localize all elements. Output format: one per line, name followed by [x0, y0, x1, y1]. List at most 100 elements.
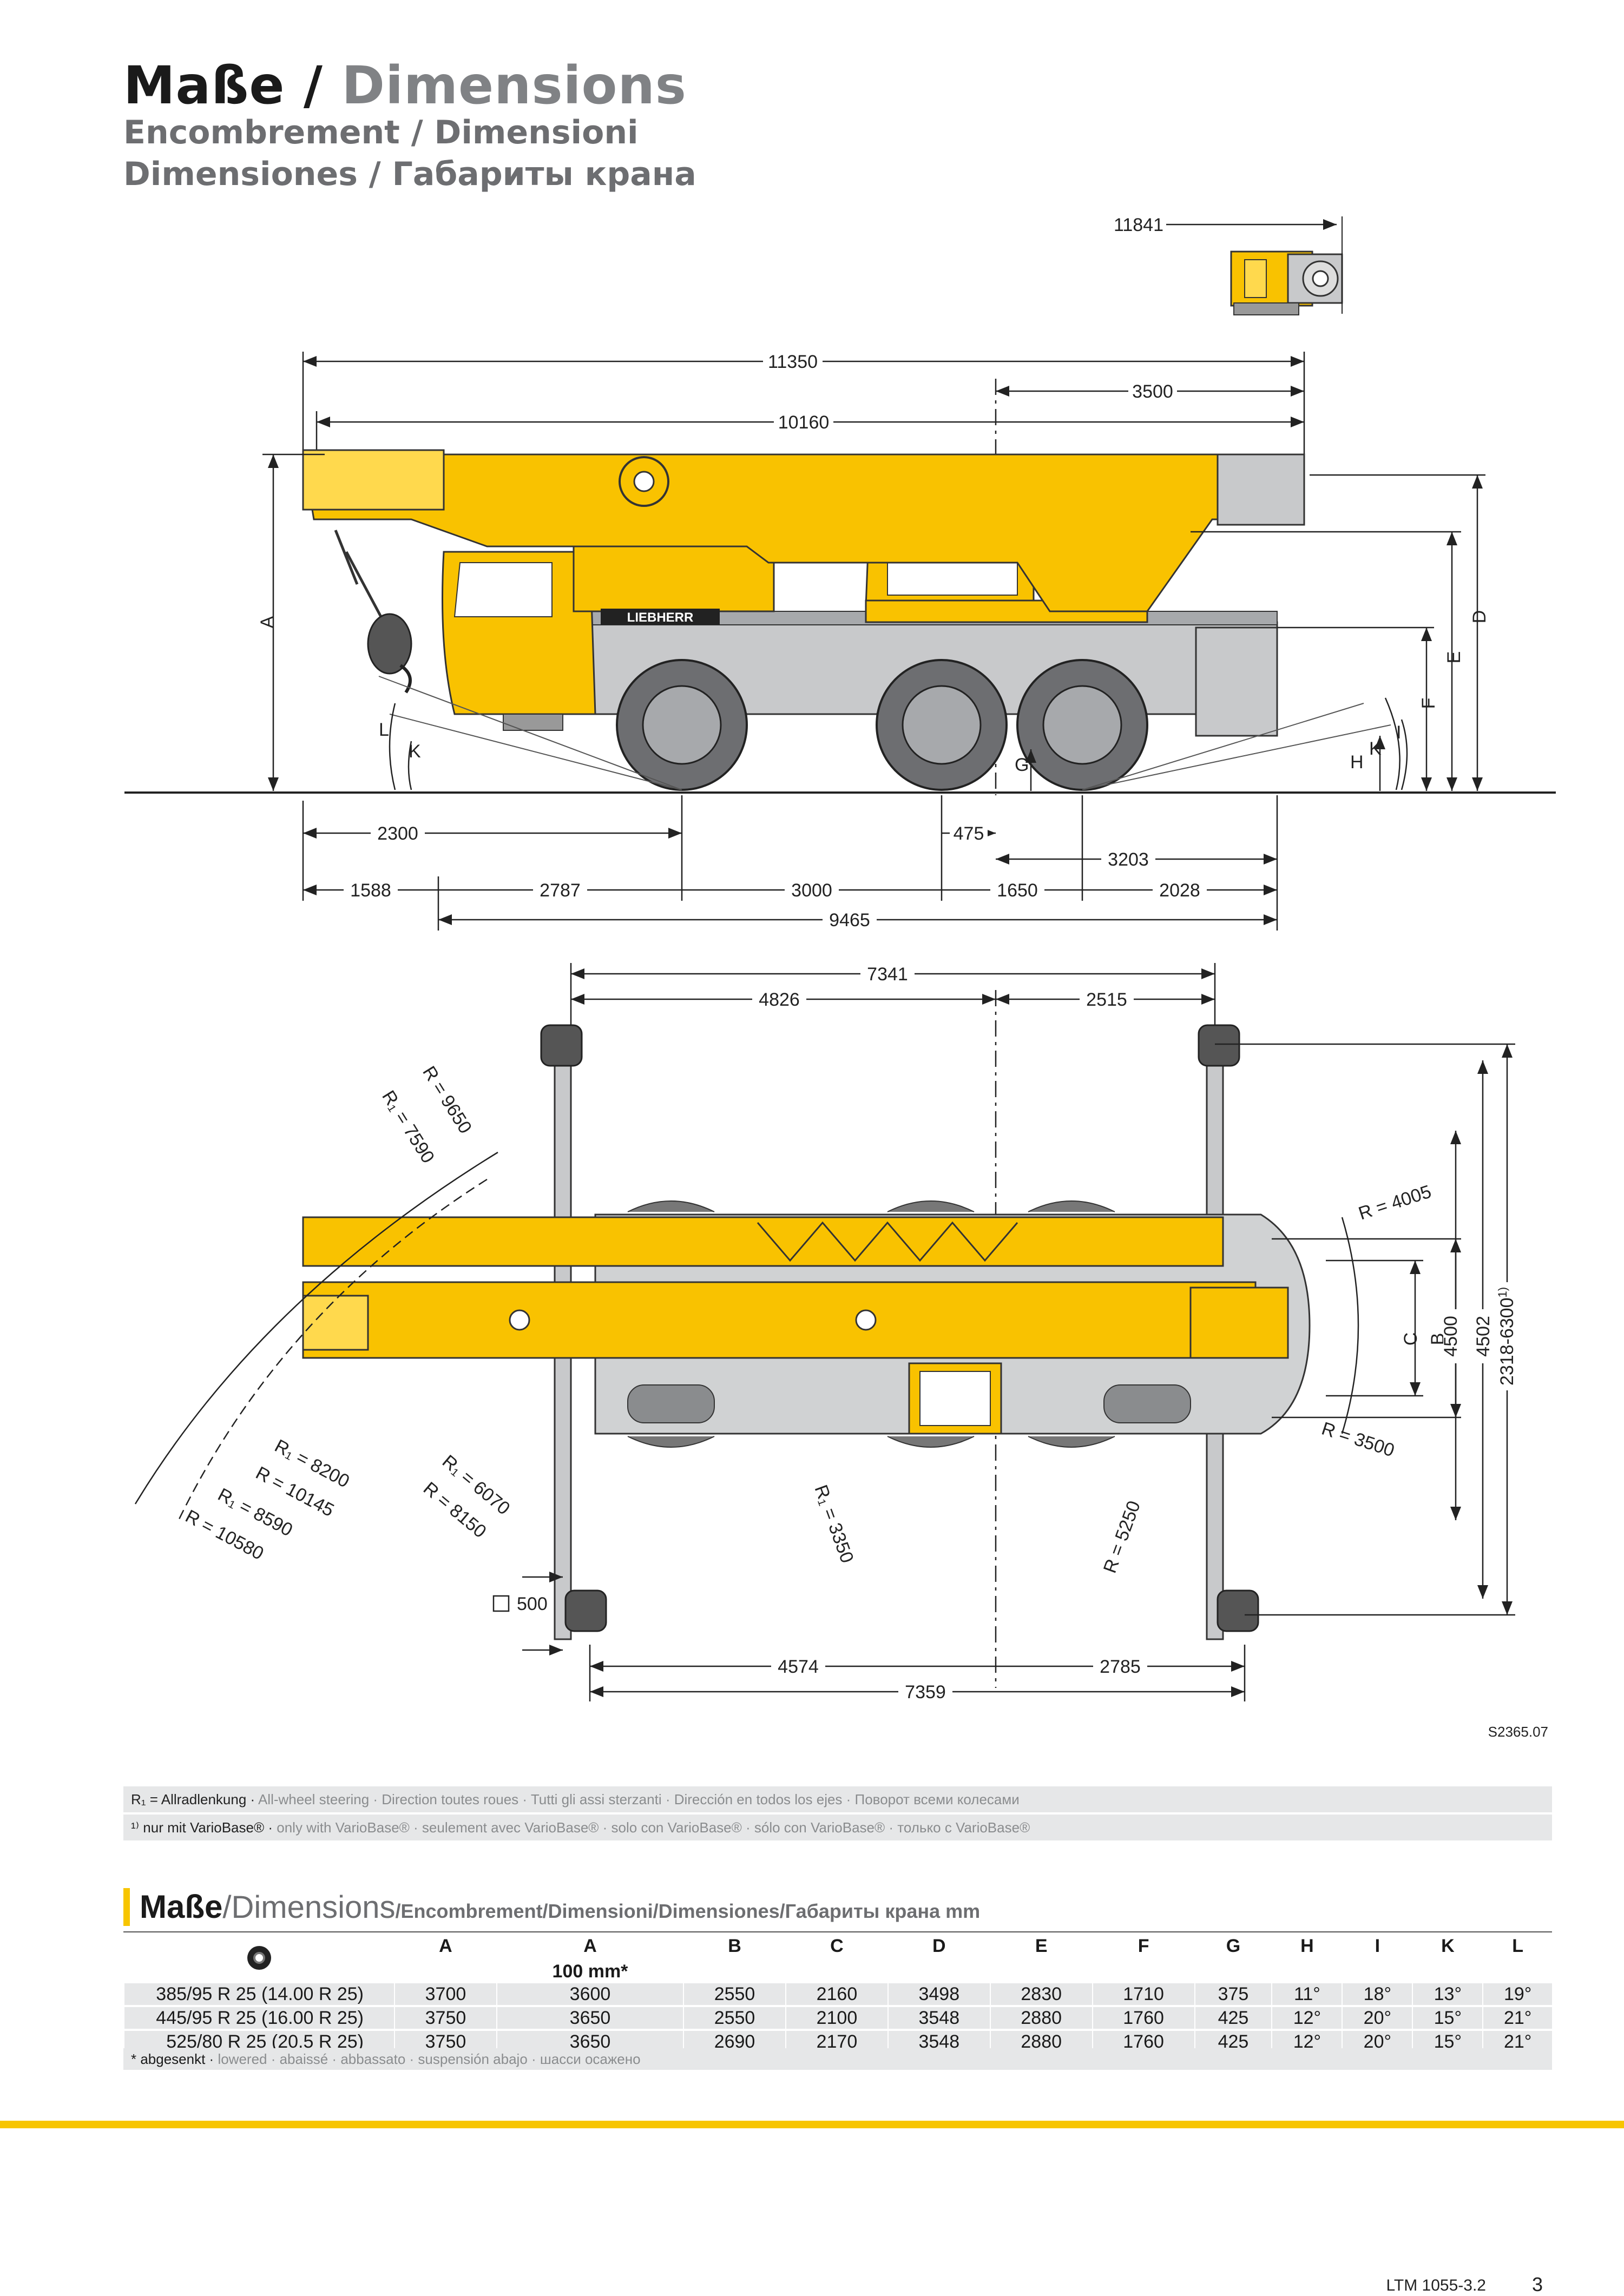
- col-E: E: [989, 1931, 1093, 1959]
- col-I: I: [1342, 1931, 1413, 1959]
- letter-L: L: [379, 720, 389, 740]
- tyre-icon: [247, 1946, 271, 1970]
- radius-5250: R = 5250: [1100, 1498, 1145, 1576]
- dim-3000: 3000: [791, 880, 832, 901]
- note-vario-black: ¹⁾ nur mit VarioBase® ·: [131, 1819, 277, 1836]
- cell: 3498: [887, 1983, 990, 2006]
- table-title: Maße/Dimensions/Encombrement/Dimensioni/…: [123, 1888, 980, 1926]
- dim-2028: 2028: [1159, 880, 1200, 901]
- col-F: F: [1092, 1931, 1195, 1959]
- cell: 2830: [989, 1983, 1093, 2006]
- cell: 3548: [887, 2006, 990, 2030]
- subtitle-line-2: Encombrement / Dimensioni: [123, 114, 639, 151]
- dim-11350: 11350: [768, 352, 818, 372]
- dim-vario-width: 2318-63001): [1496, 1287, 1517, 1385]
- drawing-number: S2365.07: [1488, 1724, 1548, 1740]
- dim-2785: 2785: [1100, 1657, 1141, 1677]
- cell: 21°: [1482, 2006, 1552, 2030]
- notes-block: R₁ = Allradlenkung · All-wheel steering …: [123, 1786, 1552, 1843]
- dim-7359: 7359: [905, 1682, 946, 1703]
- cell: 3600: [496, 1983, 684, 2006]
- radius-9650: R = 9650: [418, 1063, 476, 1137]
- col-A-lowered: A: [496, 1931, 684, 1959]
- letter-D: D: [1469, 610, 1490, 624]
- title-de: Maße: [123, 55, 285, 116]
- dim-1588: 1588: [350, 880, 391, 901]
- letter-I: I: [1396, 722, 1401, 743]
- dim-4502: 4502: [1473, 1316, 1494, 1357]
- dim-10160: 10160: [778, 412, 830, 433]
- radius-3500: R = 3500: [1319, 1418, 1397, 1461]
- cell: 3750: [394, 2006, 497, 2030]
- page-title: Maße / Dimensions: [123, 55, 687, 116]
- top-view-icon: [1230, 250, 1343, 315]
- radius-r1-3350: R₁ = 3350: [810, 1482, 857, 1566]
- dim-2515: 2515: [1086, 989, 1127, 1010]
- dim-2300: 2300: [377, 823, 418, 844]
- cell: 12°: [1271, 2006, 1343, 2030]
- cell: 13°: [1412, 1983, 1483, 2006]
- model-name: LTM 1055-3.2: [1386, 2277, 1486, 2294]
- dim-4826: 4826: [759, 989, 800, 1010]
- dim-3500: 3500: [1132, 381, 1173, 402]
- note-variobase: ¹⁾ nur mit VarioBase® · only with VarioB…: [123, 1815, 1552, 1840]
- note-vario-grey: only with VarioBase® · seulement avec Va…: [277, 1819, 1030, 1836]
- dimensions-table: A A B C D E F G H I K L 100 mm* 385/95 R…: [123, 1931, 1552, 2055]
- note-r1-grey: All-wheel steering · Direction toutes ro…: [258, 1791, 1020, 1807]
- cell: 1710: [1092, 1983, 1195, 2006]
- cell: 3700: [394, 1983, 497, 2006]
- col-K: K: [1412, 1931, 1483, 1959]
- table-subheader-row: 100 mm*: [124, 1959, 1552, 1983]
- cell: 2550: [683, 1983, 786, 2006]
- cell: 11°: [1271, 1983, 1343, 2006]
- letter-F: F: [1418, 698, 1439, 709]
- footnote-grey: lowered · abaissé · abbassato · suspensi…: [218, 2051, 641, 2067]
- table-row: 445/95 R 25 (16.00 R 25) 3750 3650 2550 …: [123, 2006, 1552, 2030]
- col-B: B: [683, 1931, 786, 1959]
- table-title-de: Maße: [140, 1889, 223, 1925]
- letter-B: B: [1428, 1333, 1448, 1345]
- title-en: Dimensions: [341, 55, 687, 116]
- dim-4500: 4500: [1441, 1316, 1461, 1357]
- table-header-row: A A B C D E F G H I K L: [123, 1931, 1552, 1983]
- cell: 3650: [496, 2006, 684, 2030]
- radius-4005: R = 4005: [1356, 1182, 1434, 1224]
- cell: 2100: [785, 2006, 888, 2030]
- dim-11841: 11841: [1114, 215, 1163, 235]
- page-number: 3: [1531, 2273, 1543, 2295]
- dim-9465: 9465: [829, 910, 870, 931]
- dim-3203: 3203: [1108, 849, 1149, 870]
- col-C: C: [785, 1931, 888, 1959]
- letter-K-rear: K: [1369, 738, 1382, 759]
- col-H: H: [1271, 1931, 1343, 1959]
- cell-tyre: 385/95 R 25 (14.00 R 25): [123, 1983, 395, 2006]
- col-A: A: [394, 1931, 497, 1959]
- dim-vario-value: 2318-6300: [1497, 1297, 1517, 1385]
- letter-C: C: [1401, 1332, 1421, 1346]
- cell-tyre: 445/95 R 25 (16.00 R 25): [123, 2006, 395, 2030]
- crane-top-view: [302, 1024, 1311, 1640]
- dim-1650: 1650: [997, 880, 1038, 901]
- tyre-header: [123, 1931, 395, 1983]
- letter-E: E: [1444, 651, 1464, 664]
- note-r1: R₁ = Allradlenkung · All-wheel steering …: [123, 1786, 1552, 1812]
- cell: 1760: [1092, 2006, 1195, 2030]
- footer-accent-line: [0, 2121, 1624, 2128]
- col-G: G: [1194, 1931, 1272, 1959]
- letter-H: H: [1350, 752, 1364, 773]
- table-title-rest: /Encombrement/Dimensioni/Dimensiones/Габ…: [395, 1900, 981, 1922]
- table-title-en: Dimensions: [231, 1890, 396, 1925]
- cell: 15°: [1412, 2006, 1483, 2030]
- table-row: 385/95 R 25 (14.00 R 25) 3700 3600 2550 …: [123, 1983, 1552, 2006]
- note-r1-black: R₁ = Allradlenkung ·: [131, 1791, 258, 1807]
- pad-size: 500: [517, 1594, 548, 1614]
- col-A-sub: 100 mm*: [496, 1959, 684, 1983]
- cell: 18°: [1342, 1983, 1413, 2006]
- letter-A: A: [257, 616, 278, 628]
- col-D: D: [887, 1931, 990, 1959]
- letter-G: G: [1015, 755, 1029, 775]
- dim-4574: 4574: [778, 1657, 819, 1677]
- cell: 2550: [683, 2006, 786, 2030]
- crane-side-view: LIEBHERR: [124, 449, 1556, 794]
- cell: 425: [1194, 2006, 1272, 2030]
